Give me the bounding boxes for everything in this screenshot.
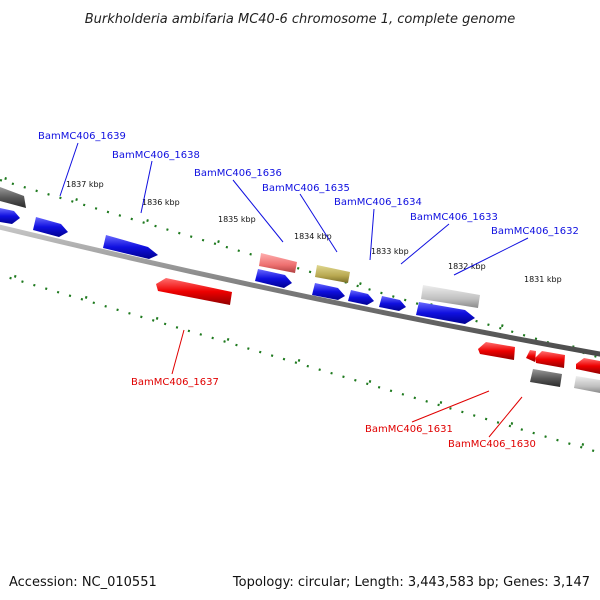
kbp-label: 1836 kbp <box>142 198 180 207</box>
gene-arrow-reverse[interactable] <box>576 358 600 374</box>
leader-line <box>369 208 375 261</box>
gene-arrow-reverse[interactable] <box>156 278 232 305</box>
leader-line <box>232 179 284 243</box>
leader-line <box>59 142 79 197</box>
kbp-label: 1834 kbp <box>294 232 332 241</box>
gene-arrow-reverse[interactable] <box>526 350 536 362</box>
leader-line <box>453 237 529 276</box>
genome-title: Burkholderia ambifaria MC40-6 chromosome… <box>85 12 515 27</box>
inner-major-tick-marks <box>10 273 600 456</box>
reverse-genes <box>156 278 600 393</box>
kbp-label: 1832 kbp <box>448 262 486 271</box>
major-tick-marks <box>0 175 600 363</box>
leader-line <box>299 193 338 253</box>
leader-line <box>400 223 450 265</box>
feature-block[interactable] <box>421 285 480 308</box>
gene-arrow-forward[interactable] <box>348 290 374 305</box>
gene-label[interactable]: BamMC406_1639 <box>38 131 126 142</box>
gene-arrow-reverse[interactable] <box>535 351 565 368</box>
gene-labels: BamMC406_1639 BamMC406_1638 BamMC406_163… <box>38 131 579 450</box>
gene-arrow-forward[interactable] <box>379 296 406 311</box>
leader-line <box>171 329 185 375</box>
gene-label[interactable]: BamMC406_1630 <box>448 439 536 450</box>
gene-arrow-forward[interactable] <box>0 208 20 224</box>
gene-arrow-forward[interactable] <box>416 302 475 324</box>
leader-line <box>411 390 490 423</box>
gene-label[interactable]: BamMC406_1634 <box>334 197 422 208</box>
label-leader-lines <box>59 142 529 438</box>
leader-line <box>140 160 153 214</box>
gene-label[interactable]: BamMC406_1637 <box>131 377 219 388</box>
kbp-label: 1837 kbp <box>66 180 104 189</box>
kbp-label: 1835 kbp <box>218 215 256 224</box>
gene-label[interactable]: BamMC406_1633 <box>410 212 498 223</box>
gene-arrow-reverse[interactable] <box>478 342 515 360</box>
kbp-label: 1833 kbp <box>371 247 409 256</box>
gene-label[interactable]: BamMC406_1632 <box>491 226 579 237</box>
gene-label[interactable]: BamMC406_1631 <box>365 424 453 435</box>
leader-line <box>488 396 523 438</box>
feature-block[interactable] <box>315 265 350 283</box>
kbp-label: 1831 kbp <box>524 275 562 284</box>
gene-arrow-forward[interactable] <box>312 283 345 300</box>
forward-genes <box>0 208 475 324</box>
gene-arrow-forward[interactable] <box>103 235 158 259</box>
accession-text: Accession: NC_010551 <box>9 575 157 590</box>
feature-block-reverse[interactable] <box>574 376 600 393</box>
gene-arrow-forward[interactable] <box>33 217 68 237</box>
other-features <box>0 187 480 308</box>
gene-label[interactable]: BamMC406_1638 <box>112 150 200 161</box>
kbp-labels: 1837 kbp 1836 kbp 1835 kbp 1834 kbp 1833… <box>66 180 562 284</box>
gene-label[interactable]: BamMC406_1635 <box>262 183 350 194</box>
gene-label[interactable]: BamMC406_1636 <box>194 168 282 179</box>
feature-block[interactable] <box>259 253 297 273</box>
feature-block[interactable] <box>0 187 26 208</box>
gene-arrow-forward[interactable] <box>255 269 292 288</box>
inner-minor-tick-dots <box>9 276 600 458</box>
genome-backbone <box>0 224 600 357</box>
inner-tick-ring <box>9 273 600 458</box>
feature-block-reverse[interactable] <box>530 369 562 387</box>
topology-summary: Topology: circular; Length: 3,443,583 bp… <box>232 575 590 590</box>
